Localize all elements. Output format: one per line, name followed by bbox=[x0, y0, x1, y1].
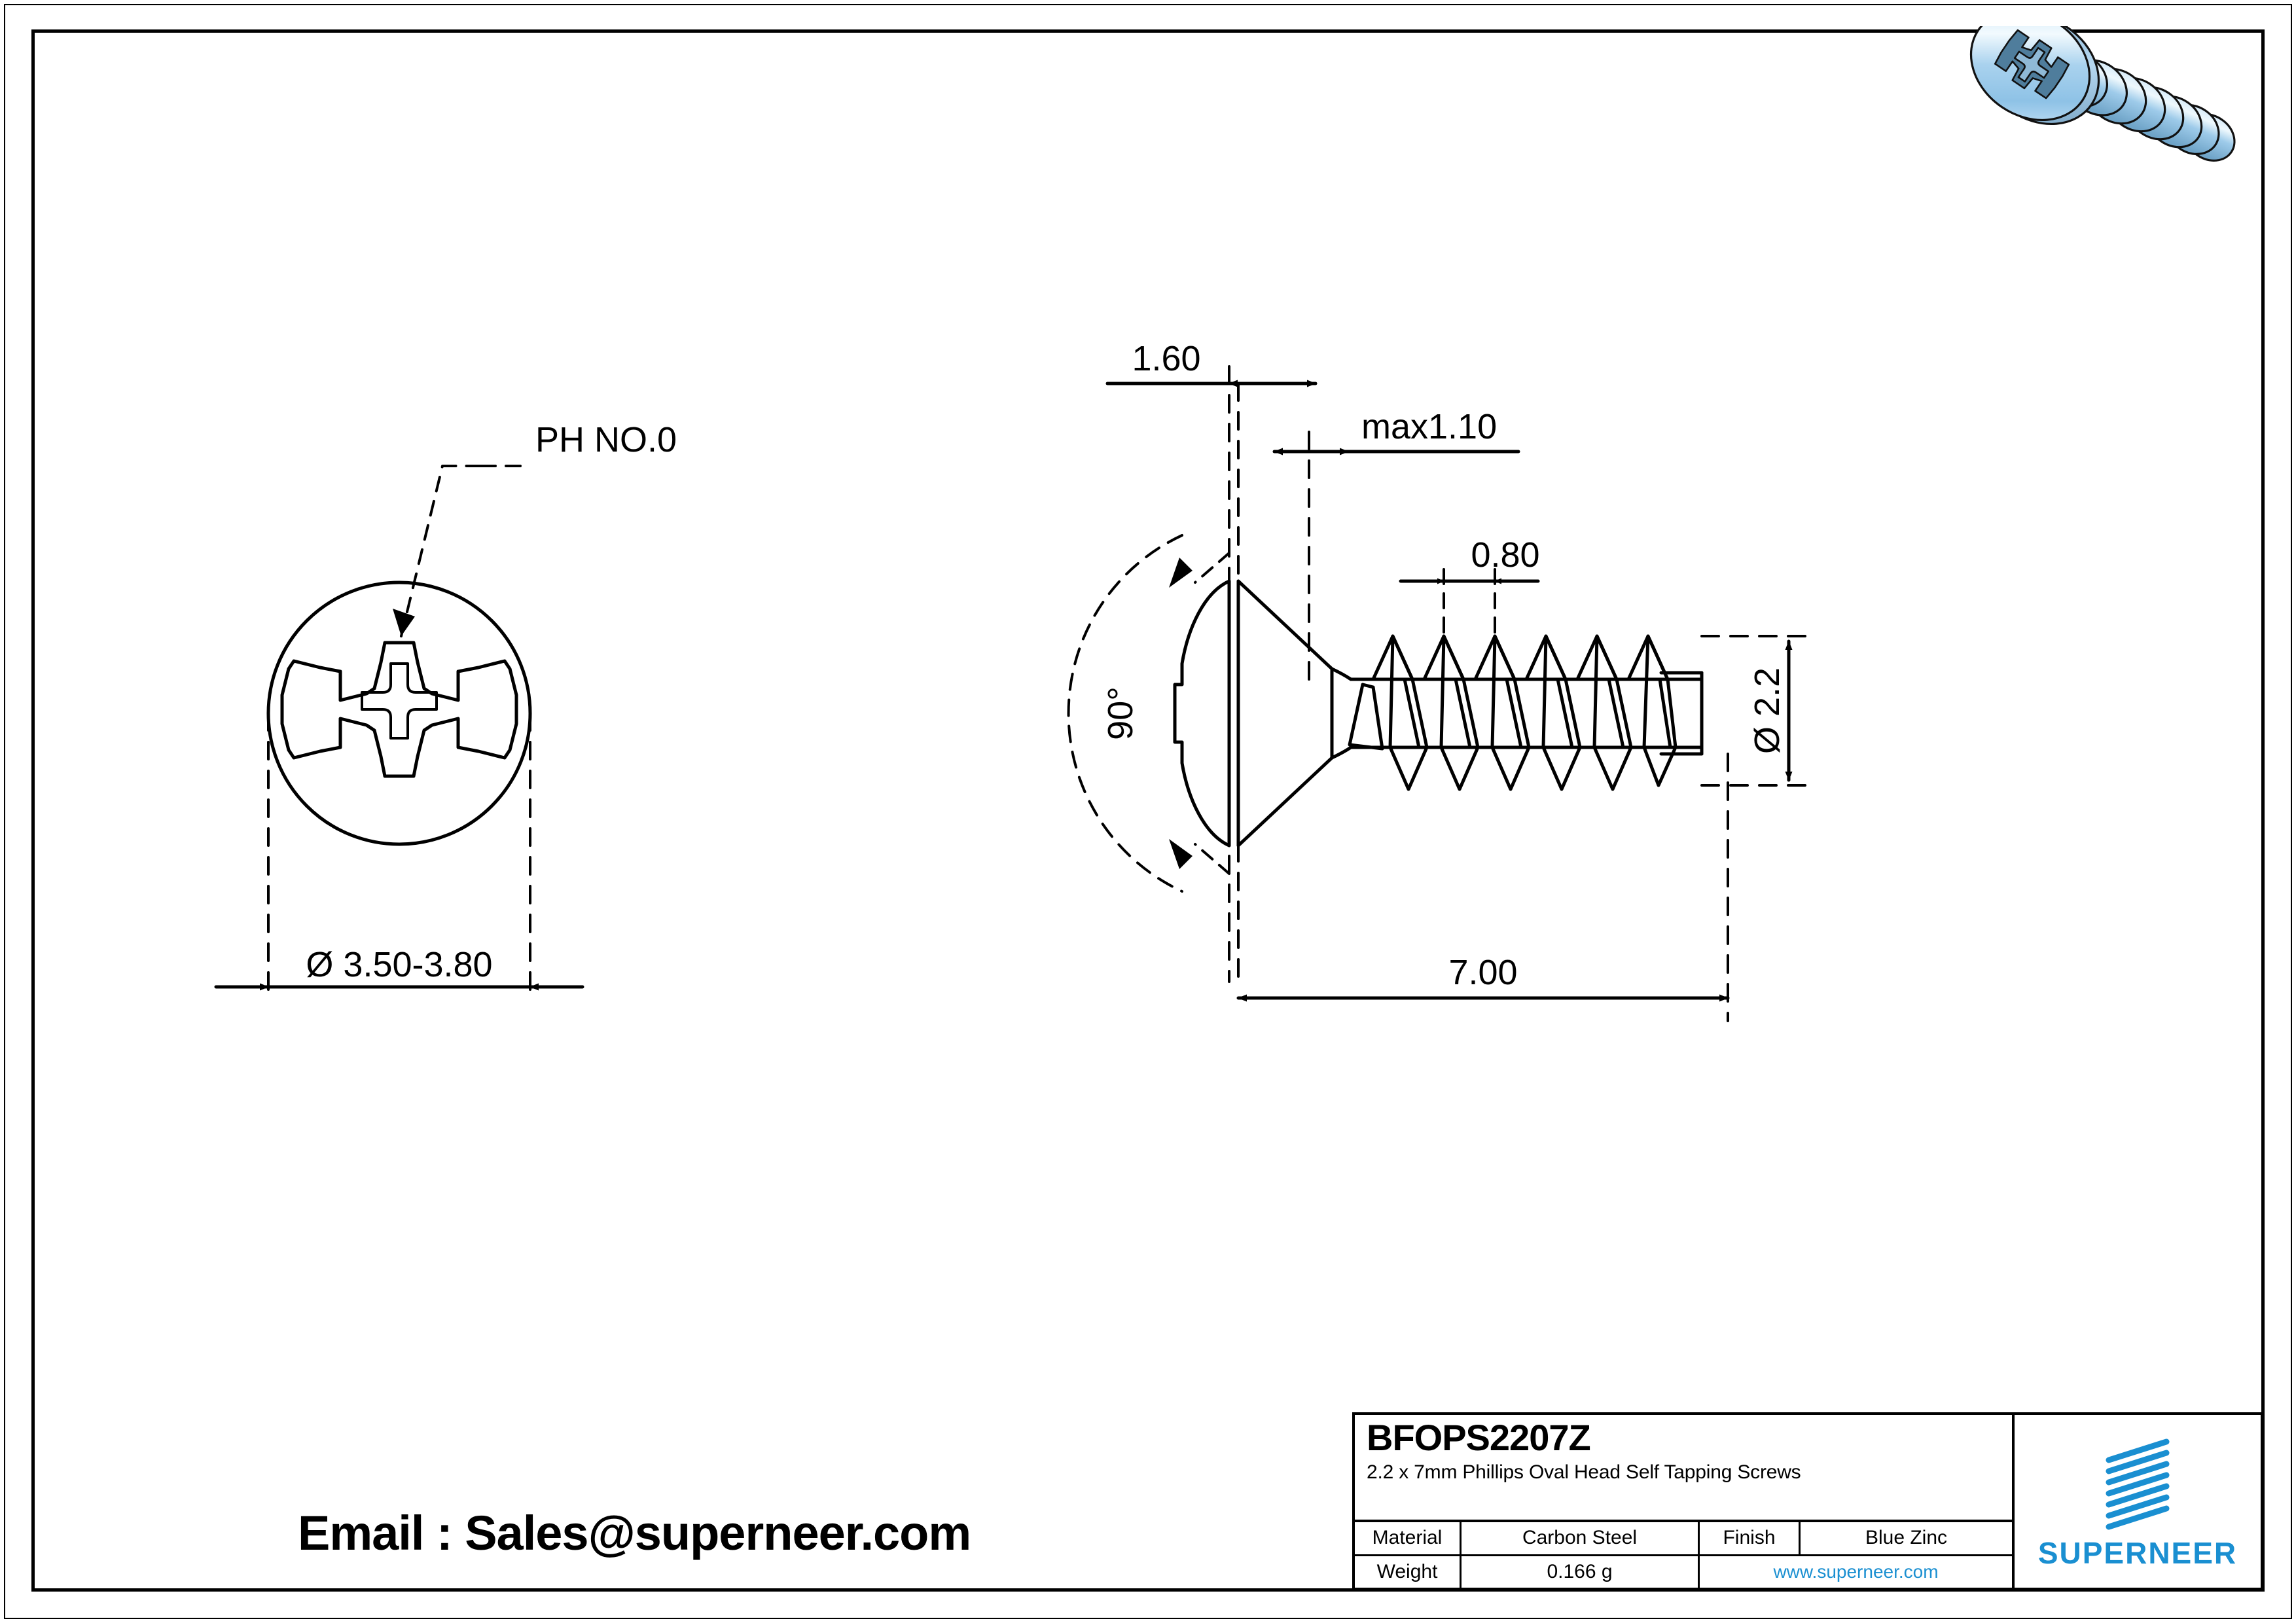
title-block-info: BFOPS2207Z 2.2 x 7mm Phillips Oval Head … bbox=[1355, 1415, 2015, 1588]
screw-3d-render bbox=[1969, 26, 2236, 162]
table-row: Weight 0.166 g www.superneer.com bbox=[1355, 1556, 2012, 1588]
sheet-border-inner bbox=[31, 29, 2265, 1592]
material-label: Material bbox=[1355, 1522, 1462, 1554]
website-link[interactable]: www.superneer.com bbox=[1773, 1561, 1939, 1582]
weight-value: 0.166 g bbox=[1462, 1556, 1700, 1588]
brand-block: SUPERNEER bbox=[2015, 1415, 2261, 1588]
sheet-border-outer bbox=[4, 4, 2292, 1619]
part-number: BFOPS2207Z bbox=[1367, 1417, 1591, 1458]
contact-email: Email : Sales@superneer.com bbox=[298, 1506, 971, 1560]
brand-name: SUPERNEER bbox=[2037, 1536, 2238, 1570]
title-block: BFOPS2207Z 2.2 x 7mm Phillips Oval Head … bbox=[1352, 1412, 2263, 1590]
finish-label: Finish bbox=[1700, 1522, 1801, 1554]
superneer-logo-icon bbox=[2106, 1438, 2170, 1530]
title-block-header: BFOPS2207Z 2.2 x 7mm Phillips Oval Head … bbox=[1355, 1415, 2012, 1522]
weight-label: Weight bbox=[1355, 1556, 1462, 1588]
spec-table: Material Carbon Steel Finish Blue Zinc W… bbox=[1355, 1522, 2012, 1588]
material-value: Carbon Steel bbox=[1462, 1522, 1700, 1554]
finish-value: Blue Zinc bbox=[1865, 1527, 1948, 1549]
part-description: 2.2 x 7mm Phillips Oval Head Self Tappin… bbox=[1367, 1461, 1801, 1484]
table-row: Material Carbon Steel Finish Blue Zinc bbox=[1355, 1522, 2012, 1556]
